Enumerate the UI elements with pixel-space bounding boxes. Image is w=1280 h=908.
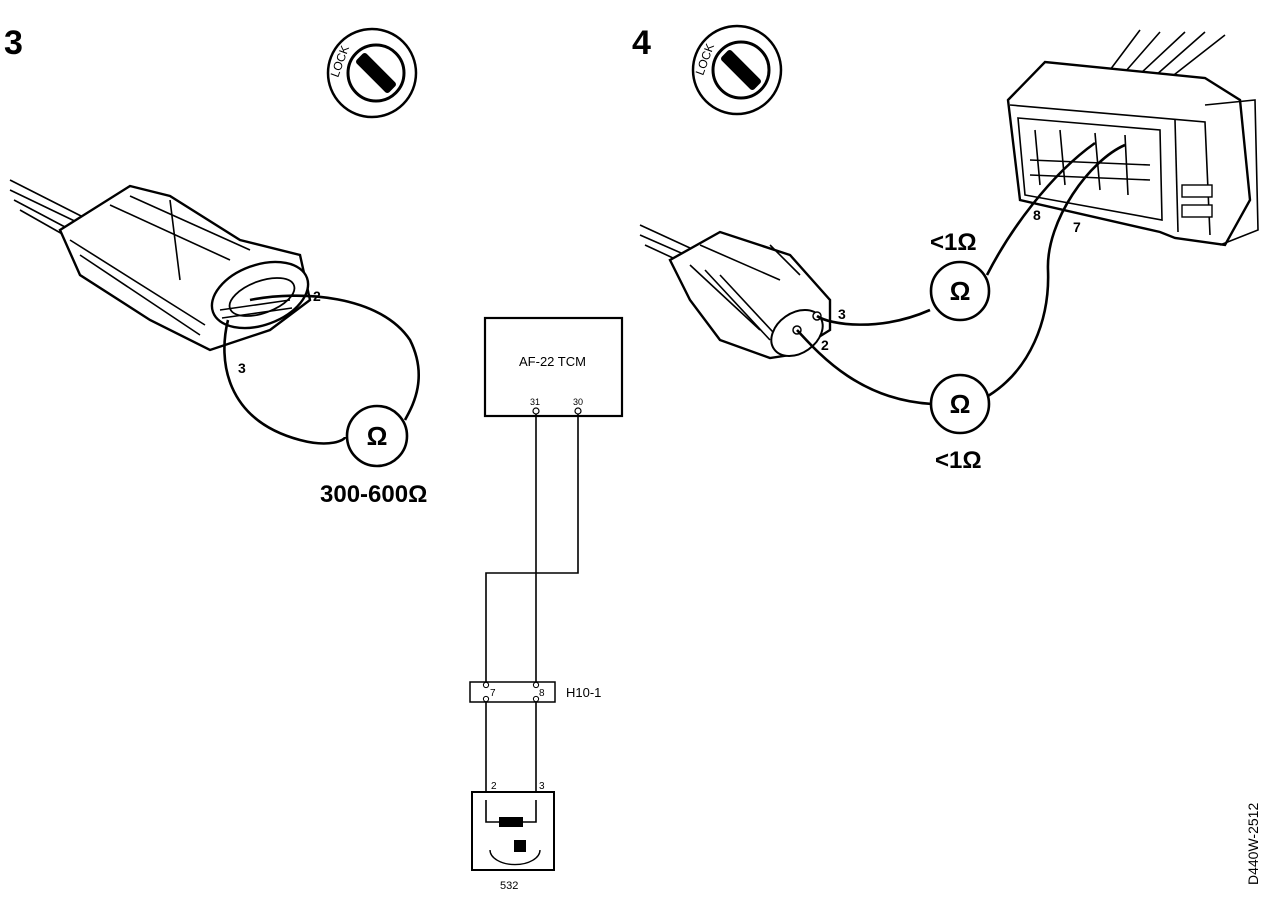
sensor-connector [58,184,312,352]
sensor-pin-2-label: 2 [491,781,497,792]
junction-label: H10-1 [566,685,601,700]
sensor-532-box [471,791,555,871]
ohmmeter-icon: Ω [929,373,991,435]
tcm-pin-30-label: 30 [573,397,583,407]
connector-pin-2-label: 2 [821,337,829,353]
test-lead-lower [796,329,933,406]
figure-id: D440W-2512 [1245,803,1261,885]
step-3-number: 3 [4,24,23,62]
sensor-connector [668,230,832,360]
ohm-symbol: Ω [367,421,388,451]
pin-3-label: 3 [238,360,246,376]
lock-icon: LOCK [691,24,783,116]
lock-icon: LOCK [326,27,418,119]
resistance-spec: 300-600Ω [320,481,427,508]
wiring-schematic: AF-22 TCM 31 30 7 8 H10-1 2 3 532 [469,316,624,892]
tcm-pin-31-label: 31 [530,397,540,407]
test-lead-upper [985,141,1096,276]
module-pin-7-label: 7 [1073,219,1081,235]
pin-2-label: 2 [313,288,321,304]
resistance-spec-upper: <1Ω [930,229,977,256]
test-lead-pin-3 [223,319,347,445]
tcm-connector [1006,29,1259,247]
test-lead-pin-2 [249,294,420,421]
tcm-module-box [483,316,624,418]
resistance-spec-lower: <1Ω [935,447,982,474]
step-4-number: 4 [632,24,651,62]
connector-pin-3-label: 3 [838,306,846,322]
ohmmeter-icon: Ω [345,404,409,468]
sensor-pin-3-label: 3 [539,781,545,792]
test-lead-upper [816,308,931,326]
ohm-symbol: Ω [950,389,971,419]
junction-pin-8-label: 8 [539,688,545,699]
tcm-module-label: AF-22 TCM [519,354,586,369]
ohm-symbol: Ω [950,276,971,306]
step-3-panel: 3 LOCK [4,24,427,508]
ohmmeter-icon: Ω [929,260,991,322]
sensor-label: 532 [500,880,518,892]
step-4-panel: 4 LOCK 3 2 [632,24,1259,474]
module-pin-8-label: 8 [1033,207,1041,223]
test-lead-lower [987,143,1126,398]
junction-pin-7-label: 7 [490,688,496,699]
